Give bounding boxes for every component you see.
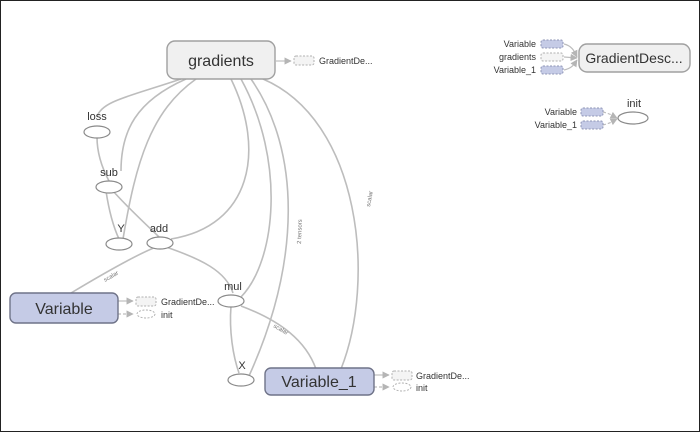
add-node[interactable]: add [146,223,174,250]
edge-gradients-add [170,78,250,240]
edge-sub-y [105,190,120,240]
edge-sub-add [112,190,160,238]
x-label: X [238,360,246,372]
legend-gd-variable-1-label: Variable_1 [494,65,536,75]
edge-gradients-mul [240,78,272,298]
legend-gd-variable-1[interactable]: Variable_1 [494,65,564,75]
legend-gd-gradients-label: gradients [499,52,537,62]
sub-label: sub [100,167,118,179]
variable-1-stub-1[interactable]: GradientDe... [391,370,470,381]
variable-1-stub-2[interactable]: init [392,382,428,393]
legend-gd-variable[interactable]: Variable [504,39,564,49]
gradients-stub[interactable]: GradientDe... [293,55,373,66]
legend-init-variable-1[interactable]: Variable_1 [535,120,604,130]
edge-legend-init-variable-1 [602,118,618,126]
variable-stub-1-label: GradientDe... [161,297,215,307]
edge-gradients-x [248,78,290,377]
edge-gradients-y [122,78,197,240]
edge-gradients-sub [120,78,187,172]
edge-mul-x [229,305,240,374]
init-node[interactable]: init [617,98,649,125]
variable-1-label: Variable_1 [281,374,356,391]
y-node[interactable]: Y [105,223,133,251]
edge-legend-gd-variable-1 [563,59,578,71]
edge-legend-gd-gradients [563,53,578,62]
gradients-node[interactable]: gradients [166,40,276,80]
gradient-desc-label: GradientDesc... [585,50,682,66]
edge-gradients-variable-1 [262,78,359,370]
edge-variable-add [70,246,157,294]
loss-node[interactable]: loss [83,111,111,139]
edges [70,43,618,391]
mul-label: mul [224,281,242,293]
loss-label: loss [87,111,107,123]
legend-init-variable[interactable]: Variable [545,107,604,117]
edge-legend-init-variable [602,111,618,119]
edge-mul-variable-1 [240,305,317,370]
edge-loss-sub [96,136,110,182]
variable-1-stub-2-label: init [416,383,428,393]
mul-node[interactable]: mul [217,281,245,308]
gradients-label: gradients [188,53,254,70]
add-label: add [150,223,168,235]
init-label: init [627,98,641,110]
y-label: Y [117,223,125,235]
legend-init-variable-label: Variable [545,107,577,117]
edge-add-mul [165,246,234,294]
variable-node[interactable]: Variable [9,292,119,324]
variable-stub-2-label: init [161,310,173,320]
edge-gradients-loss [96,78,182,118]
edge-legend-gd-variable [563,43,578,58]
variable-stub-2[interactable]: init [136,309,173,320]
variable-stub-1[interactable]: GradientDe... [135,296,215,307]
legend-init-variable-1-label: Variable_1 [535,120,577,130]
legend-gd-gradients[interactable]: gradients [499,52,564,62]
edge-label-gradients-tensors: 2 tensors [297,219,304,244]
gradients-stub-label: GradientDe... [319,56,373,66]
legend-gd-variable-label: Variable [504,39,536,49]
x-node[interactable]: X [227,360,255,387]
edge-label-variable-1-gradients: scalar [366,191,375,208]
sub-node[interactable]: sub [95,167,123,194]
gradient-desc-node[interactable]: GradientDesc... [578,43,691,73]
variable-1-node[interactable]: Variable_1 [264,367,375,396]
variable-label: Variable [35,301,93,318]
variable-1-stub-1-label: GradientDe... [416,371,470,381]
